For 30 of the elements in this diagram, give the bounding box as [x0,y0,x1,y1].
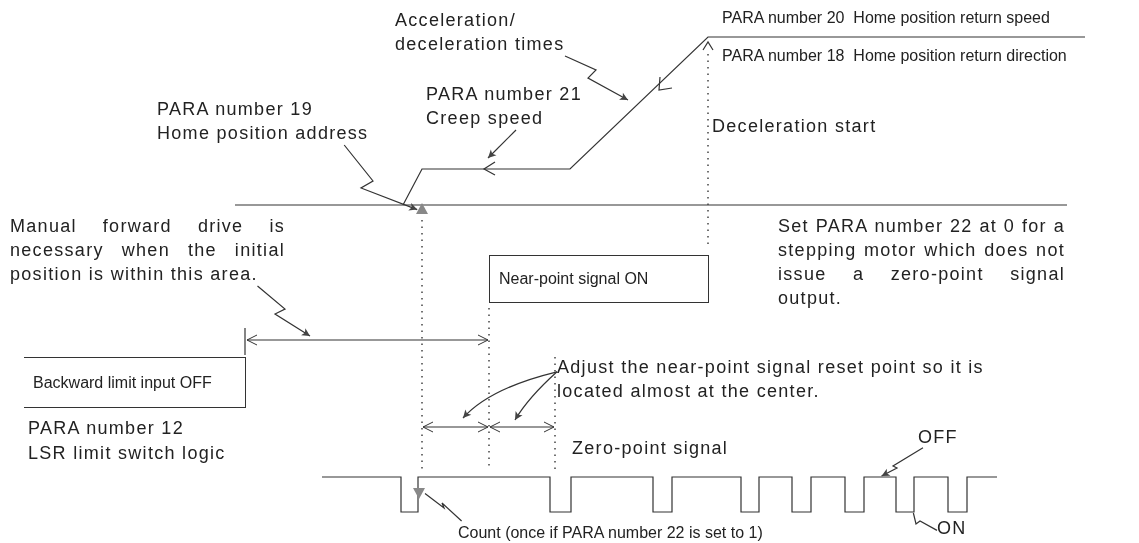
parameter-text: PARA number 21 [426,83,583,106]
leader-line [462,371,558,419]
parameter-text: Home position address [157,122,370,145]
leader-line [912,512,938,531]
leader-line [880,447,924,477]
parameter-text: PARA number 19 [157,98,314,121]
note-text: Count (once if PARA number 22 is set to 1) [458,521,818,543]
leader-line [343,144,418,211]
leader-line [514,371,558,421]
parameter-text: PARA number 18 Home position return direction [722,46,1067,66]
event-text: Deceleration start [712,115,877,138]
state-text: ON [937,516,977,540]
note-text: Adjust the near-point signal reset point so it is located almost at the center. [557,355,987,403]
parameter-text: Creep speed [426,107,545,130]
pulse-waveform [321,476,998,513]
parameter-text: LSR limit switch logic [28,442,226,465]
leader-line [564,55,629,101]
leader-line [424,492,463,522]
parameter-text: PARA number 12 [28,417,184,440]
triangle-icon [416,203,428,214]
leader-line [487,129,517,159]
signal-name: Zero-point signal [572,437,729,460]
note-text: Acceleration/ deceleration times [395,8,595,56]
signal-box: Backward limit input OFF [24,357,246,408]
signal-box: Near-point signal ON [489,255,709,303]
note-text: Manual forward drive is necessary when the initial position is within this area. [10,214,285,286]
note-text: Set PARA number 22 at 0 for a stepping motor which does not issue a zero-point signal output. [778,215,1065,310]
leader-line [256,285,311,337]
parameter-text: PARA number 20 Home position return speed [722,8,1050,28]
state-text: OFF [918,425,968,449]
